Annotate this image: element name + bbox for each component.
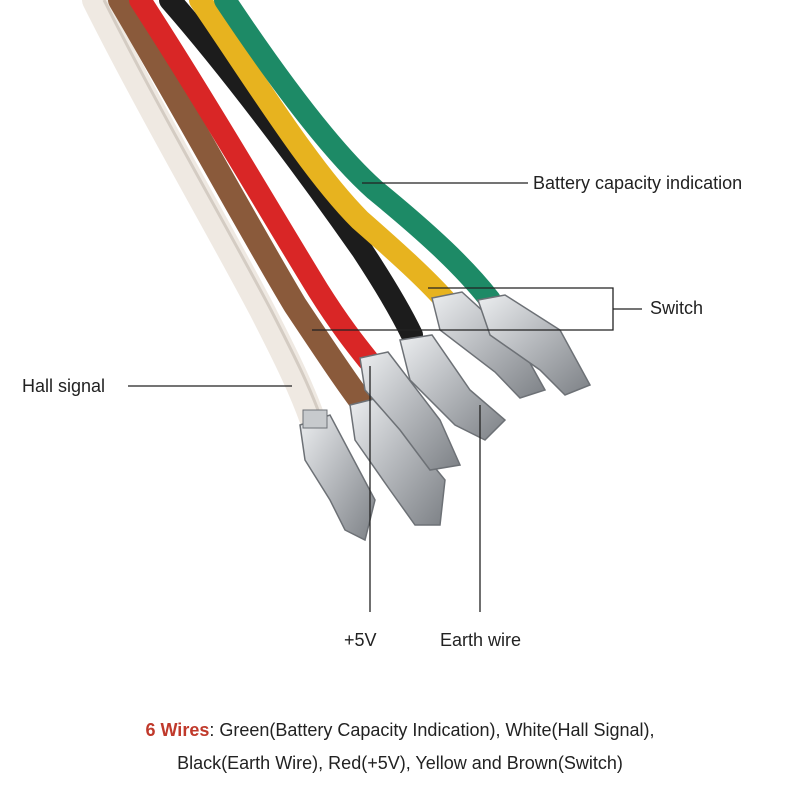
brown-wire [108,0,372,412]
yellow-wire [189,0,456,311]
green-wire [214,0,501,311]
black-wire-terminal [399,334,507,441]
caption-line-1-text: : Green(Battery Capacity Indication), Wh… [209,720,655,740]
caption-line-1: 6 Wires: Green(Battery Capacity Indicati… [0,721,800,739]
red-wire-terminal [359,351,462,471]
caption-emphasis: 6 Wires [145,720,210,740]
switch-label: Switch [650,298,704,318]
caption-line-2: Black(Earth Wire), Red(+5V), Yellow and … [177,753,623,773]
white-wire [82,0,325,431]
green-wire-terminal [477,294,592,396]
leader-lines [128,182,642,612]
battery-capacity-label: Battery capacity indication [533,173,743,193]
plus5v-label: +5V [344,630,377,650]
earth-wire-label: Earth wire [440,630,522,650]
red-wire [129,0,379,371]
hall-signal-label: Hall signal [22,376,106,396]
white-wire-shade [102,0,323,419]
white-wire-terminal [299,409,376,542]
yellow-wire-terminal [431,291,547,399]
black-wire [159,0,423,346]
